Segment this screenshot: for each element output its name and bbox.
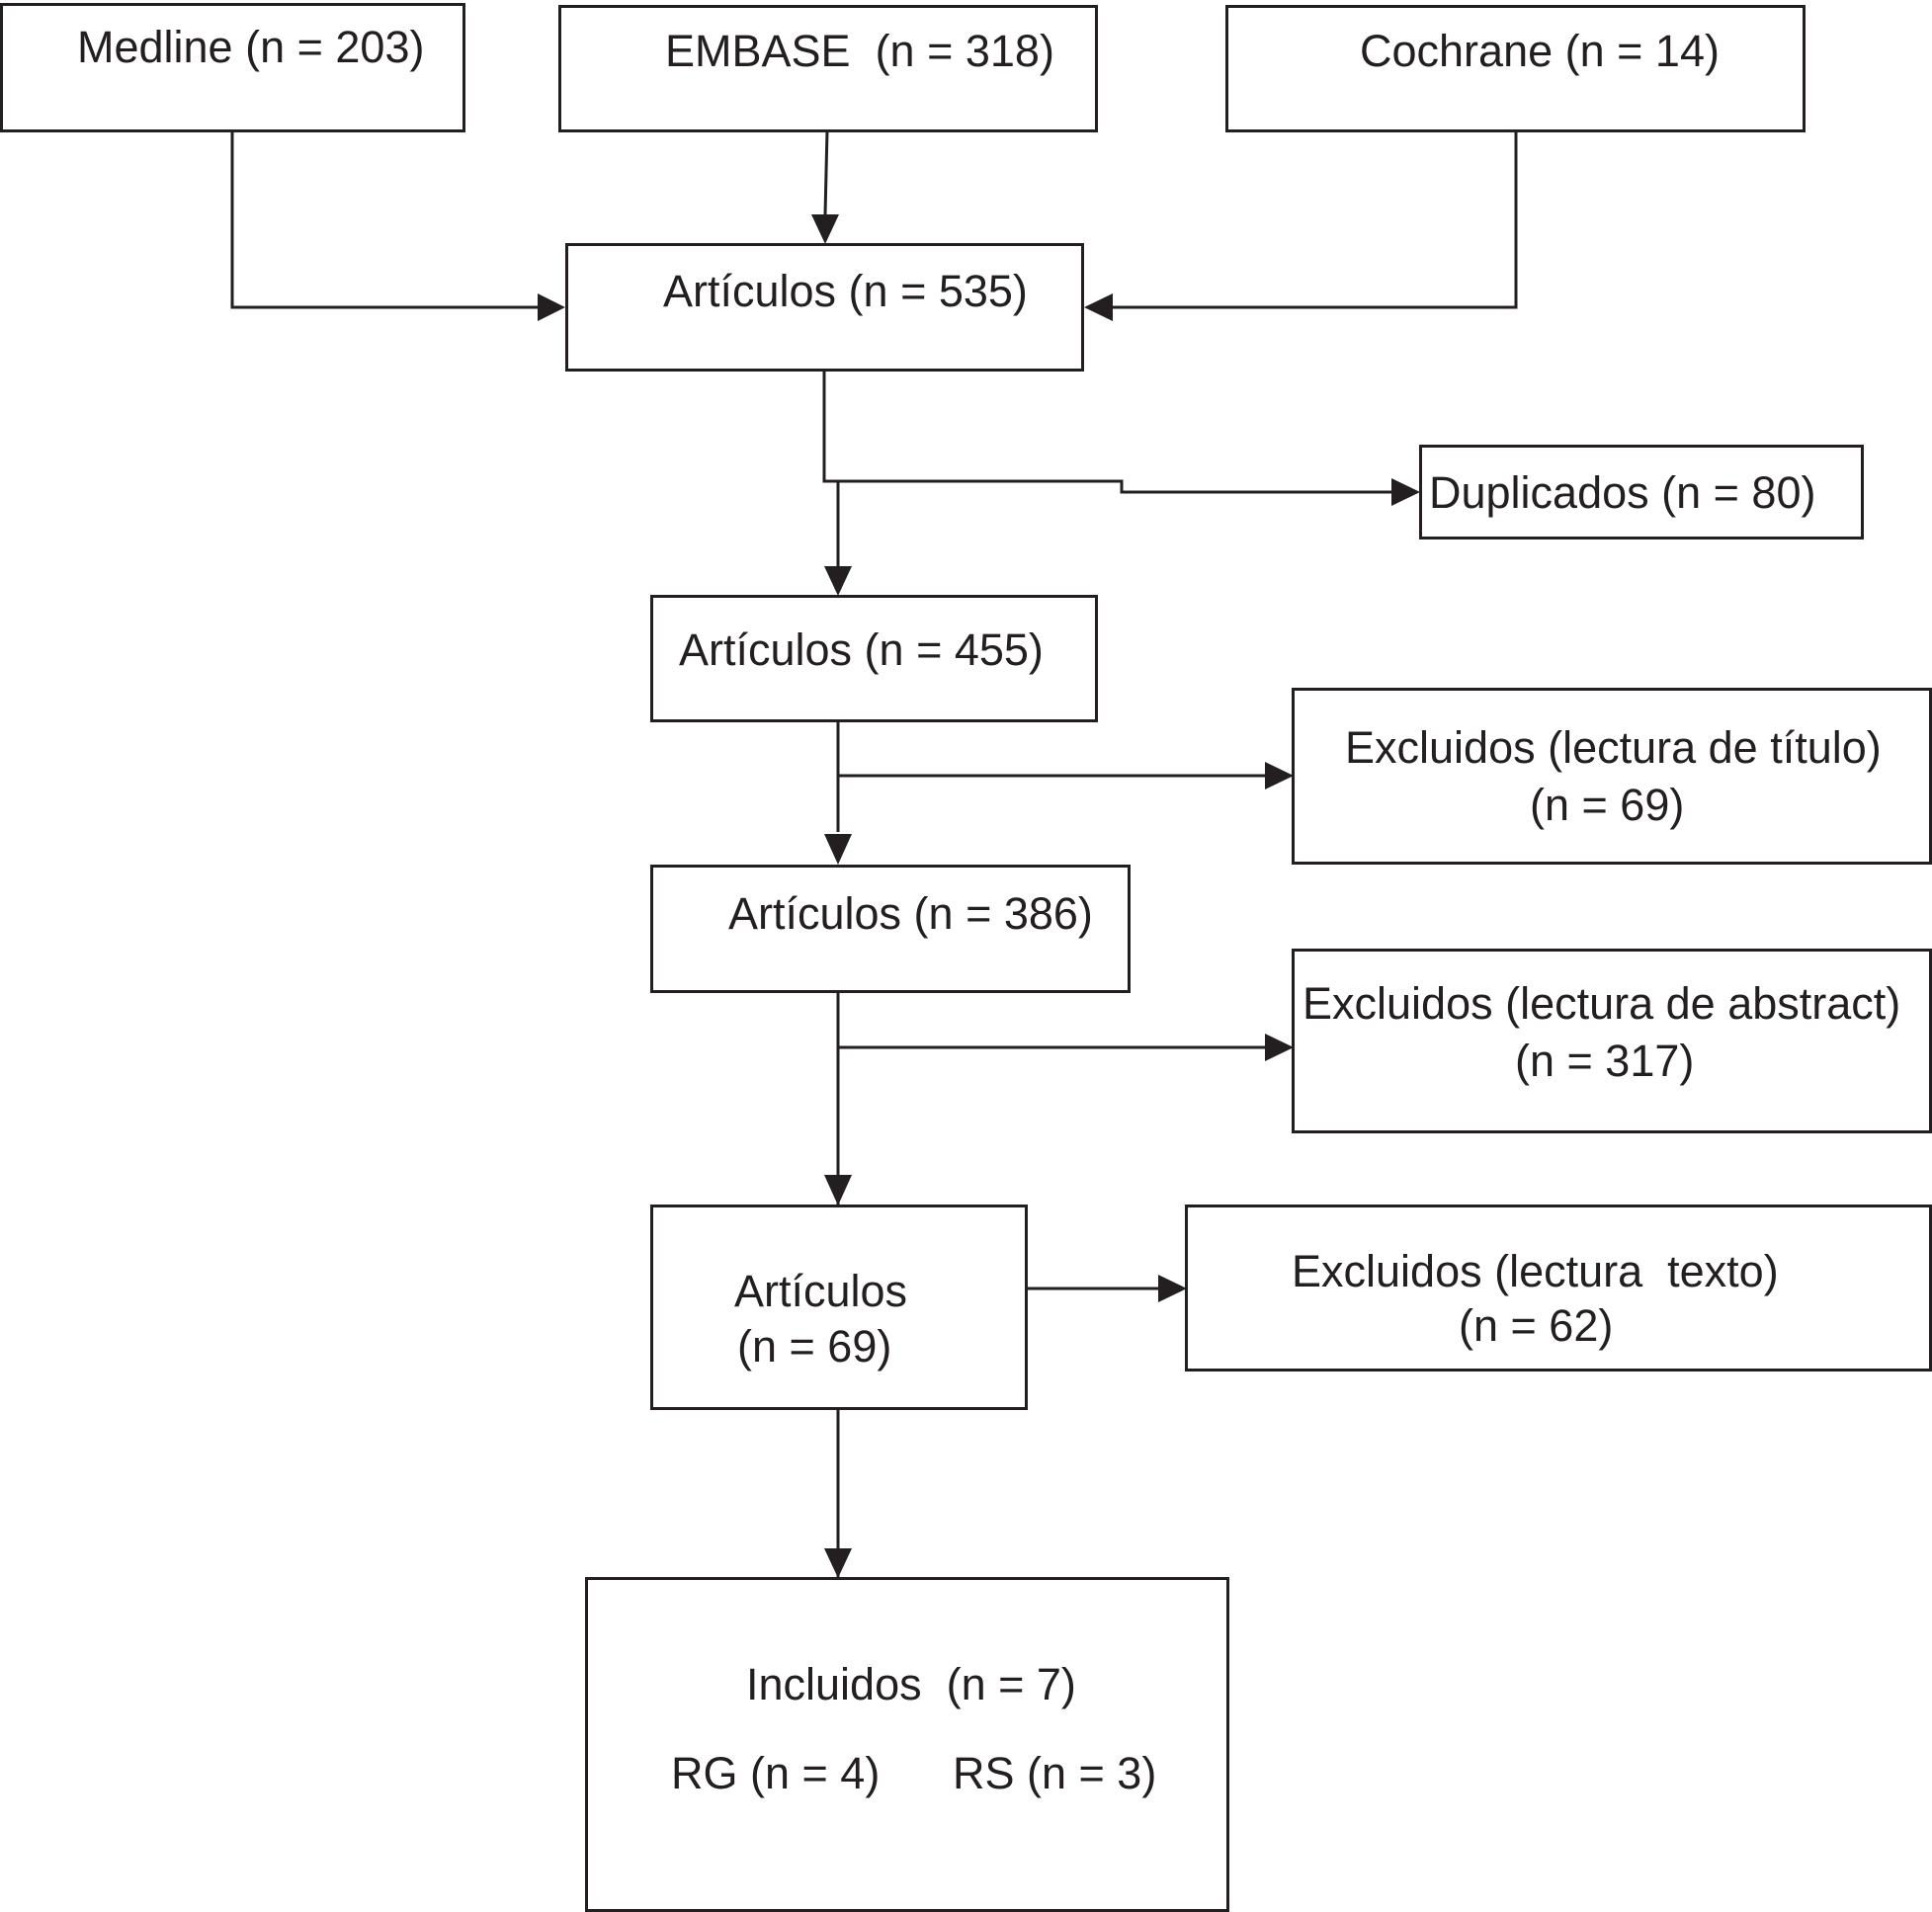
excluidos-texto-line1: Excluidos (lectura texto) (1292, 1246, 1779, 1296)
articulos-69-box (650, 1205, 1028, 1410)
excluidos-titulo-box (1292, 688, 1932, 865)
arrowhead-excl-titulo (1265, 762, 1294, 790)
articulos-386-box (650, 865, 1131, 993)
articulos-455-label: Artículos (n = 455) (679, 624, 1044, 675)
connector-medline (230, 130, 538, 309)
articulos-455-box (650, 595, 1098, 722)
articulos-69-line2: (n = 69) (737, 1321, 892, 1372)
arrowhead-excl-abstract (1265, 1034, 1294, 1061)
excluidos-abstract-line1: Excluidos (lectura de abstract) (1302, 978, 1901, 1029)
embase-box (558, 5, 1098, 132)
excluidos-abstract-box (1292, 949, 1932, 1133)
duplicados-label: Duplicados (n = 80) (1429, 467, 1816, 518)
excluidos-abstract-line2: (n = 317) (1515, 1036, 1695, 1086)
incluidos-box (585, 1577, 1229, 1912)
connector-embase (823, 129, 829, 215)
arrowhead-455 (824, 566, 852, 596)
cochrane-label: Cochrane (n = 14) (1360, 26, 1720, 76)
arrowhead-medline (538, 293, 565, 321)
medline-box (0, 3, 465, 132)
excluidos-titulo-line2: (n = 69) (1530, 780, 1685, 830)
arrowhead-duplicados (1391, 478, 1420, 506)
connector-duplicados (822, 370, 1393, 494)
excluidos-texto-box (1185, 1205, 1932, 1372)
arrowhead-386 (824, 834, 852, 865)
articulos-386-label: Artículos (n = 386) (728, 888, 1093, 939)
articulos-535-box (565, 243, 1084, 372)
arrowhead-cochrane (1084, 293, 1113, 321)
arrowhead-embase (811, 214, 839, 244)
incluidos-rs: RS (n = 3) (953, 1748, 1157, 1798)
medline-label: Medline (n = 203) (77, 22, 425, 72)
excluidos-texto-line2: (n = 62) (1459, 1300, 1614, 1351)
incluidos-rg: RG (n = 4) (671, 1748, 881, 1798)
embase-label: EMBASE (n = 318) (665, 26, 1054, 76)
duplicados-box (1419, 445, 1864, 540)
articulos-535-label: Artículos (n = 535) (663, 266, 1028, 316)
excluidos-titulo-line1: Excluidos (lectura de título) (1345, 722, 1882, 773)
arrowhead-incluidos (824, 1548, 852, 1578)
arrowhead-69 (824, 1175, 852, 1205)
arrowhead-excl-texto (1158, 1275, 1187, 1302)
cochrane-box (1225, 5, 1806, 132)
connector-cochrane (1113, 130, 1518, 309)
incluidos-title: Incluidos (n = 7) (746, 1659, 1076, 1709)
articulos-69-line1: Artículos (734, 1266, 908, 1316)
